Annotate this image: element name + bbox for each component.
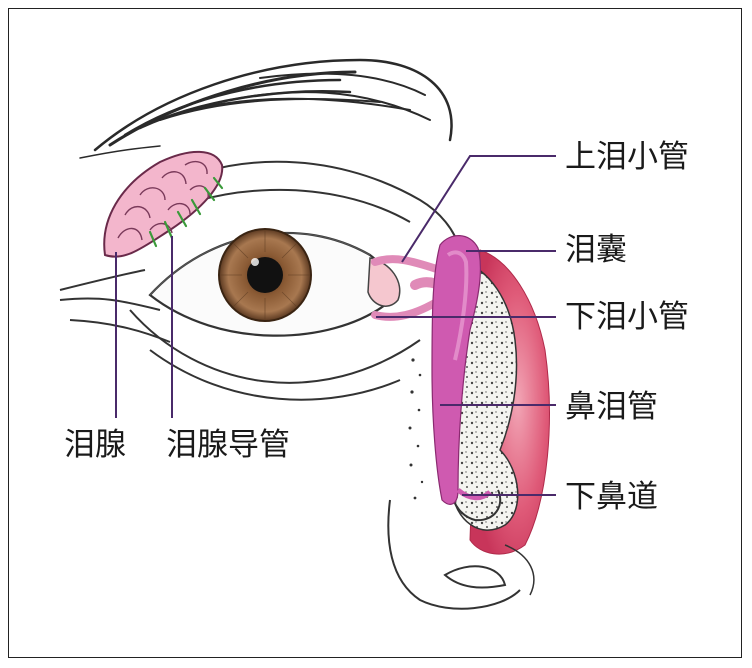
nose-outline bbox=[387, 499, 521, 610]
gland-ducts bbox=[148, 176, 224, 248]
label-gland-ducts: 泪腺导管 bbox=[166, 427, 290, 463]
eye-highlight bbox=[251, 258, 259, 266]
duct-outlet bbox=[456, 488, 492, 501]
label-nasolacrimal-duct: 鼻泪管 bbox=[565, 389, 658, 425]
nostril bbox=[443, 565, 507, 589]
ala-line bbox=[504, 544, 535, 596]
leader-upper-canaliculus bbox=[401, 155, 556, 263]
eyebrow bbox=[79, 58, 453, 159]
caruncle bbox=[367, 257, 401, 307]
iris-texture bbox=[220, 230, 310, 320]
upper-canaliculus-duct bbox=[371, 255, 444, 274]
label-inferior-meatus: 下鼻道 bbox=[565, 479, 658, 515]
maxilla-texture bbox=[408, 358, 424, 500]
lower-eyelid bbox=[129, 309, 421, 401]
pupil bbox=[247, 257, 283, 293]
figure-frame bbox=[8, 8, 742, 658]
leader-lines bbox=[115, 155, 556, 496]
label-lacrimal-sac: 泪囊 bbox=[565, 232, 627, 268]
lacrimal-gland bbox=[103, 150, 224, 258]
label-lacrimal-gland: 泪腺 bbox=[64, 427, 126, 463]
label-upper-canaliculus: 上泪小管 bbox=[565, 139, 689, 175]
label-lower-canaliculus: 下泪小管 bbox=[565, 299, 689, 335]
lacrimal-sac-highlight bbox=[446, 250, 469, 361]
